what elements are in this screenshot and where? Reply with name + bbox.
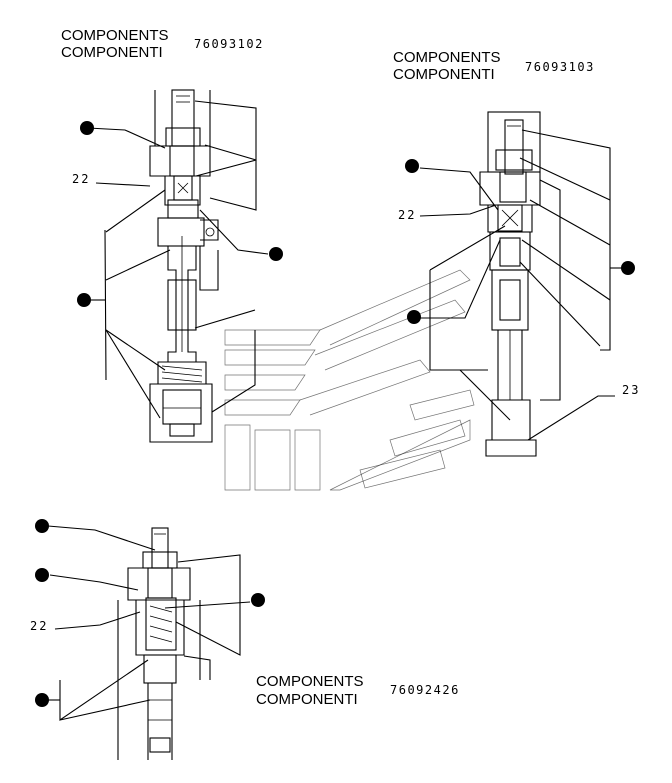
bullet-marker <box>35 568 49 582</box>
group-76093103: COMPONENTS COMPONENTI 76093103 22 23 <box>393 49 640 457</box>
bullet-marker <box>251 593 265 607</box>
components-heading-en: COMPONENTS <box>61 27 169 44</box>
watermark-logo <box>224 269 475 491</box>
reference-label-22: 22 <box>398 208 416 222</box>
reference-label-22: 22 <box>30 619 48 633</box>
part-number: 76092426 <box>390 683 460 697</box>
valve-assembly-drawing <box>418 111 625 457</box>
bullet-marker <box>621 261 635 275</box>
valve-assembly-drawing <box>87 89 269 443</box>
reference-label-22: 22 <box>72 172 90 186</box>
valve-assembly-drawing <box>47 525 251 760</box>
bullet-marker <box>269 247 283 261</box>
group-76092426: COMPONENTS COMPONENTI 76092426 22 <box>30 519 460 760</box>
group-76093102: COMPONENTS COMPONENTI 76093102 22 <box>61 27 283 443</box>
reference-label-23: 23 <box>622 383 640 397</box>
bullet-marker <box>80 121 94 135</box>
components-heading-it: COMPONENTI <box>256 691 358 708</box>
components-heading-it: COMPONENTI <box>393 66 495 83</box>
bullet-marker <box>405 159 419 173</box>
bullet-marker <box>35 519 49 533</box>
components-heading-en: COMPONENTS <box>256 673 364 690</box>
part-number: 76093102 <box>194 37 264 51</box>
components-heading-it: COMPONENTI <box>61 44 163 61</box>
bullet-marker <box>35 693 49 707</box>
bullet-marker <box>77 293 91 307</box>
bullet-marker <box>407 310 421 324</box>
components-heading-en: COMPONENTS <box>393 49 501 66</box>
part-number: 76093103 <box>525 60 595 74</box>
